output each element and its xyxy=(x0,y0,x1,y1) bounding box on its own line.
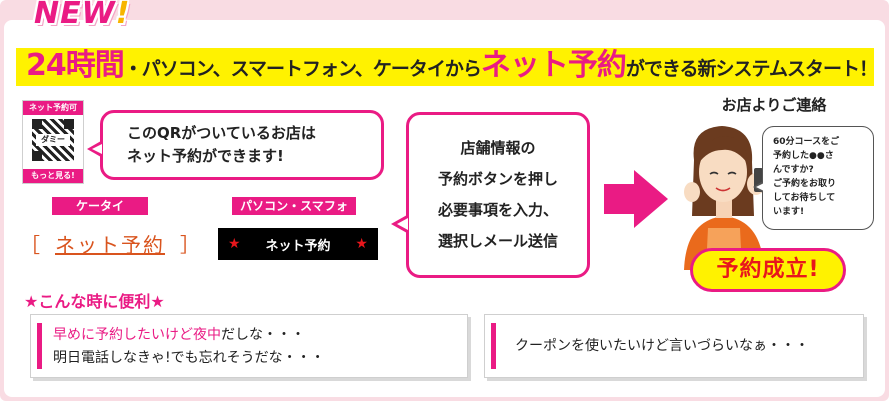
qr-explanation-bubble: このQRがついているお店は ネット予約ができます! xyxy=(87,110,384,180)
new-badge: NEW! xyxy=(34,0,130,31)
use-case-1-line2: 明日電話しなきゃ!でも忘れそうだな・・・ xyxy=(53,350,325,366)
use-case-1-highlight: 早めに予約したいけど夜中 xyxy=(53,327,221,343)
pc-reservation-button[interactable]: ★ ネット予約 ★ xyxy=(218,228,378,260)
phone-message-line1: 60分コースをご xyxy=(773,137,840,147)
qr-explanation-line1: このQRがついているお店は xyxy=(127,124,316,142)
phone-message-line2: 予約した●●さ xyxy=(773,151,834,161)
instructions-line2: 予約ボタンを押し xyxy=(437,170,558,188)
instructions-line4: 選択しメール送信 xyxy=(437,232,558,250)
convenient-title: ★こんな時に便利★ xyxy=(24,292,165,311)
use-case-1-rest: だしな・・・ xyxy=(221,327,305,343)
instructions-text: 店舗情報の 予約ボタンを押し 必要事項を入力、 選択しメール送信 xyxy=(409,133,587,257)
keitai-reservation-link[interactable]: ［ ネット予約 ］ xyxy=(20,228,200,258)
qr-top-label: ネット予約可 xyxy=(23,101,83,115)
qr-code-icon: ダミー xyxy=(32,119,74,161)
bracket-open: ［ xyxy=(20,232,40,257)
use-case-box-2: クーポンを使いたいけど言いづらいなぁ・・・ xyxy=(484,314,864,378)
phone-message-line5: してお待ちして xyxy=(773,193,836,203)
new-label: NEW xyxy=(34,0,116,31)
qr-explanation-line2: ネット予約ができます! xyxy=(127,147,284,165)
keitai-label: ケータイ xyxy=(52,197,148,215)
staff-on-phone-illustration xyxy=(684,126,765,270)
new-bang: ! xyxy=(115,0,131,31)
use-case-1-text: 早めに予約したいけど夜中だしな・・・ 明日電話しなきゃ!でも忘れそうだな・・・ xyxy=(53,324,325,370)
headline-24h: 24時間 xyxy=(26,48,125,83)
pc-smartphone-label: パソコン・スマフォ xyxy=(232,197,356,215)
headline-net-reservation: ネット予約 xyxy=(480,48,627,83)
qr-code-card[interactable]: ネット予約可 ダミー もっと見る! xyxy=(22,100,84,184)
star-left-icon: ★ xyxy=(228,236,241,252)
qr-dummy-label: ダミー xyxy=(36,134,70,146)
phone-speech-bubble: 60分コースをご 予約した●●さ んですか? ご予約をお取り してお待ちして い… xyxy=(753,126,874,230)
headline: 24時間 ・パソコン、スマートフォン、ケータイから ネット予約 ができる新システ… xyxy=(26,40,878,90)
use-case-2-text: クーポンを使いたいけど言いづらいなぁ・・・ xyxy=(515,338,809,354)
headline-highlight xyxy=(16,48,874,86)
headline-new-system: ができる新システムスタート！ xyxy=(625,58,878,80)
instructions-bubble: 店舗情報の 予約ボタンを押し 必要事項を入力、 選択しメール送信 xyxy=(391,112,590,278)
keitai-reservation-label: ネット予約 xyxy=(55,232,165,257)
instructions-line1: 店舗情報の xyxy=(460,139,536,157)
pc-reservation-label: ネット予約 xyxy=(265,238,331,254)
right-arrow-icon xyxy=(604,170,668,228)
phone-message-line3: んですか? xyxy=(773,165,814,175)
headline-devices: ・パソコン、スマートフォン、ケータイから xyxy=(123,58,482,80)
use-case-box-1: 早めに予約したいけど夜中だしな・・・ 明日電話しなきゃ!でも忘れそうだな・・・ xyxy=(30,314,468,378)
bracket-close: ］ xyxy=(180,232,200,257)
phone-message-line6: います! xyxy=(773,207,805,217)
phone-message: 60分コースをご 予約した●●さ んですか? ご予約をお取り してお待ちして い… xyxy=(773,135,839,219)
instructions-line3: 必要事項を入力、 xyxy=(437,201,558,219)
use-case-1-line1: 早めに予約したいけど夜中だしな・・・ xyxy=(53,324,325,347)
phone-message-line4: ご予約をお取り xyxy=(773,179,837,189)
reservation-confirmed-badge: 予約成立! xyxy=(690,248,846,292)
star-right-icon: ★ xyxy=(355,236,368,252)
qr-explanation-text: このQRがついているお店は ネット予約ができます! xyxy=(127,122,316,168)
qr-more-link[interactable]: もっと見る! xyxy=(23,169,83,183)
contact-title: お店よりご連絡 xyxy=(721,96,827,114)
